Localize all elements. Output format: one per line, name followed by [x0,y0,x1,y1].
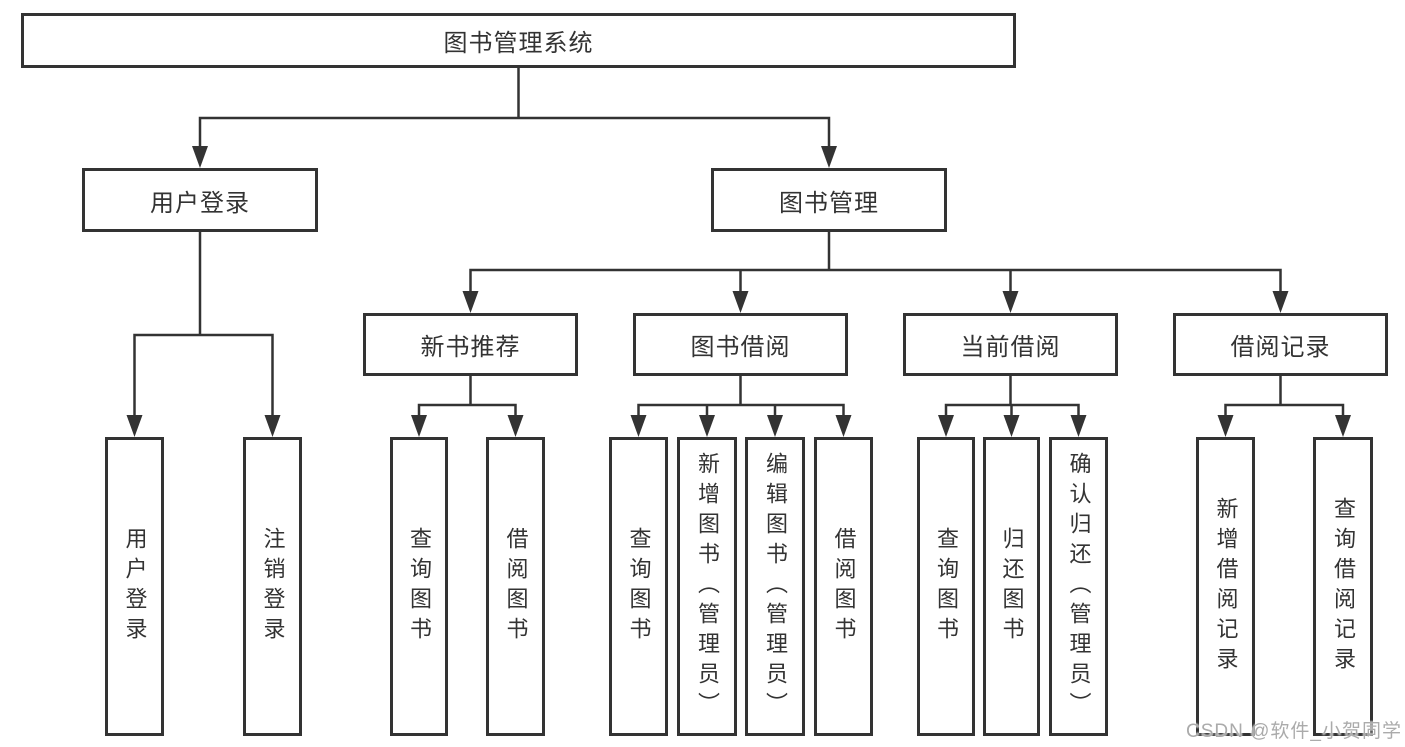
arrowhead-icon [732,291,749,313]
node-leaf-cb-query-books: 查询图书 [917,437,975,736]
node-label: 新增图书（管理员） [695,451,720,722]
arrowhead-icon [630,415,647,437]
connector-path [133,66,1345,421]
node-label: 归还图书 [999,526,1025,647]
node-leaf-br-add-record: 新增借阅记录 [1196,437,1255,736]
arrowhead-icon [821,146,837,168]
node-label: 借阅图书 [831,526,857,647]
node-leaf-nb-query-books: 查询图书 [390,437,448,736]
node-leaf-bb-query-books: 查询图书 [609,437,668,736]
node-leaf-cb-return-books: 归还图书 [983,437,1040,736]
arrowhead-icon [264,415,281,437]
node-system: 图书管理系统 [21,13,1016,68]
arrowhead-icon [411,415,427,437]
node-leaf-logout: 注销登录 [243,437,302,736]
node-leaf-bb-add-books-admin: 新增图书（管理员） [677,437,737,736]
arrowhead-icon [835,415,852,437]
arrowhead-icon [1272,291,1289,313]
node-leaf-br-query-record: 查询借阅记录 [1313,437,1373,736]
arrowhead-icon [1217,415,1234,437]
node-label: 图书借阅 [690,334,791,361]
arrowhead-icon [126,415,143,437]
node-label: 查询图书 [626,526,652,647]
node-leaf-nb-borrow-books: 借阅图书 [486,437,545,736]
node-label: 新书推荐 [420,334,521,361]
node-label: 借阅图书 [503,526,529,647]
node-new-book-recommend: 新书推荐 [363,313,578,376]
node-user-login: 用户登录 [82,168,318,232]
arrowhead-icon [192,146,208,168]
node-label: 查询图书 [407,526,432,647]
arrowhead-icon [1002,291,1019,313]
arrowhead-icon [699,415,715,437]
arrowhead-icon [1335,415,1351,437]
node-label: 编辑图书（管理员） [763,451,788,722]
arrowhead-icon [507,415,524,437]
node-leaf-user-login: 用户登录 [105,437,164,736]
node-label: 用户登录 [122,526,148,647]
node-label: 确认归还（管理员） [1066,451,1092,722]
node-current-borrowing: 当前借阅 [903,313,1118,376]
node-leaf-bb-borrow-books: 借阅图书 [814,437,873,736]
node-label: 注销登录 [260,526,286,647]
arrowhead-icon [462,291,479,313]
arrowhead-icon [1070,415,1087,437]
node-label: 新增借阅记录 [1213,496,1239,677]
watermark: CSDN @软件_小贺同学 [1186,721,1402,742]
node-leaf-cb-confirm-return: 确认归还（管理员） [1049,437,1108,736]
node-label: 用户登录 [150,189,250,217]
node-book-borrowing: 图书借阅 [633,313,848,376]
node-label: 查询图书 [934,526,959,647]
node-borrowing-records: 借阅记录 [1173,313,1388,376]
arrowhead-icon [938,415,954,437]
node-label: 借阅记录 [1230,334,1331,361]
arrowhead-icon [767,415,783,437]
node-leaf-bb-edit-books-admin: 编辑图书（管理员） [745,437,805,736]
node-label: 图书管理 [779,189,879,217]
node-book-mgmt: 图书管理 [711,168,947,232]
node-label: 查询借阅记录 [1331,496,1356,677]
node-label: 当前借阅 [960,334,1061,361]
node-label: 图书管理系统 [443,30,594,57]
arrowhead-icon [1003,415,1020,437]
